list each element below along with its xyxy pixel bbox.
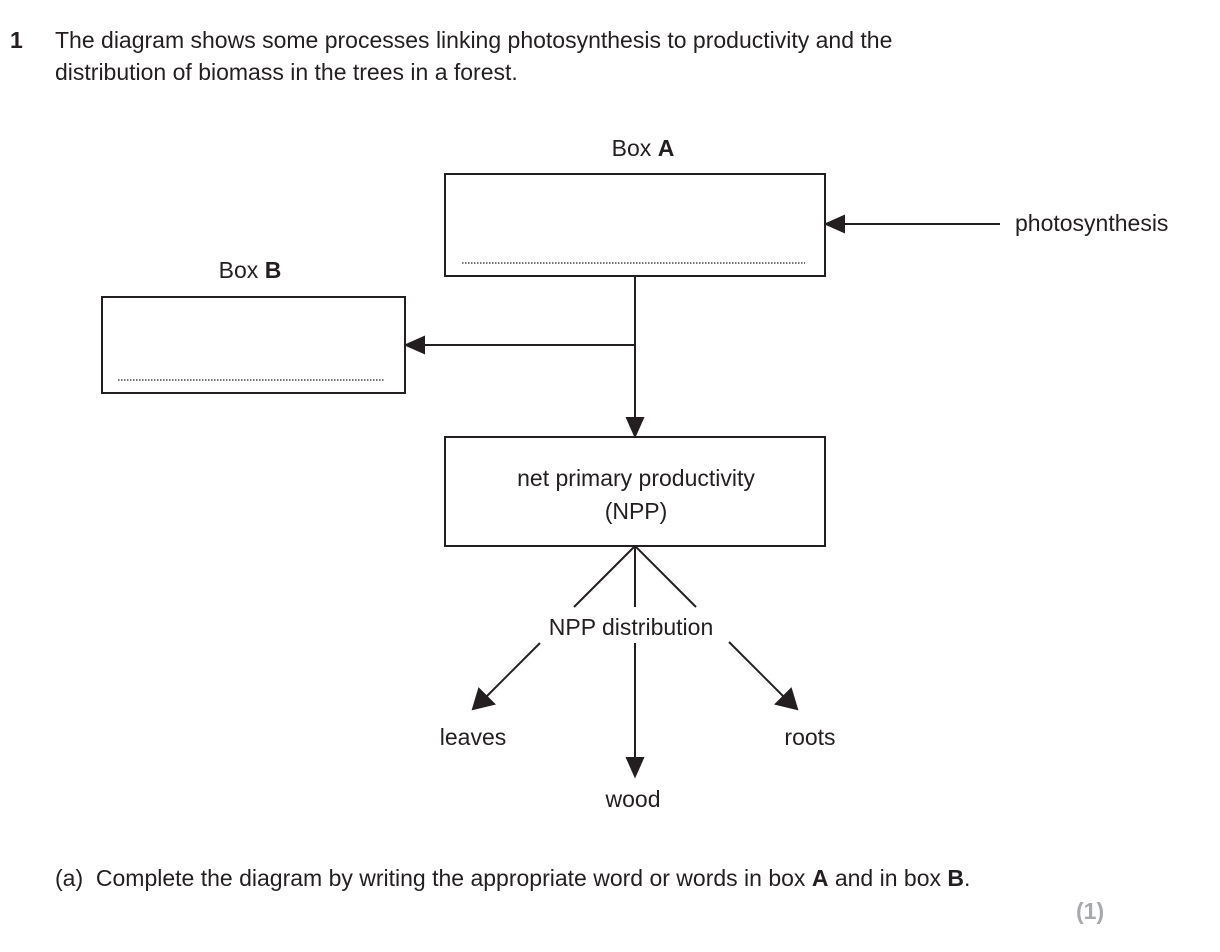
question-intro-line2: distribution of biomass in the trees in … [55, 59, 518, 85]
marks-indicator: (1) [1076, 898, 1105, 924]
box-a-label: Box A [611, 135, 675, 161]
box-b-label: Box B [218, 257, 282, 283]
question-number: 1 [10, 27, 23, 53]
question-intro-line1: The diagram shows some processes linking… [55, 27, 893, 53]
npp-line1: net primary productivity [517, 465, 755, 491]
npp-line2: (NPP) [604, 498, 668, 524]
box-b[interactable] [101, 296, 406, 394]
wood-label: wood [605, 786, 661, 812]
photosynthesis-label: photosynthesis [1015, 210, 1169, 236]
npp-distribution-label: NPP distribution [548, 614, 714, 640]
leaves-label: leaves [439, 724, 507, 750]
roots-label: roots [784, 724, 836, 750]
box-a[interactable] [444, 173, 826, 277]
part-a-instruction: (a) Complete the diagram by writing the … [55, 865, 971, 891]
roots-arrow [728, 641, 787, 700]
leaves-arrow [483, 642, 541, 700]
